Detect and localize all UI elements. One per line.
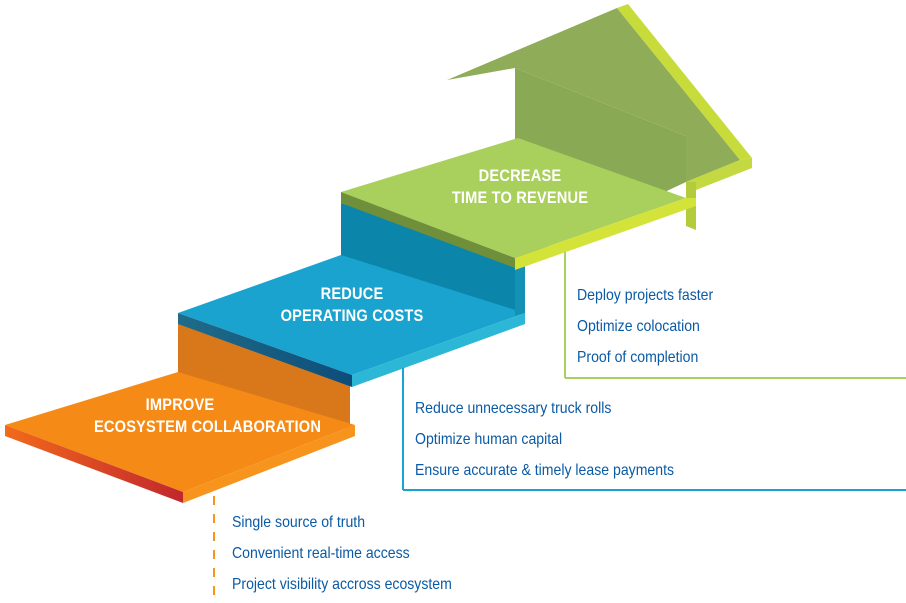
step-improve-shape xyxy=(5,318,355,503)
step-reduce-riser xyxy=(341,203,515,315)
step-decrease-top-face xyxy=(341,138,686,258)
list-item: Ensure accurate & timely lease payments xyxy=(415,462,675,479)
list-item: Reduce unnecessary truck rolls xyxy=(415,400,612,417)
step-reduce-shape xyxy=(178,203,525,387)
step-improve-riser xyxy=(178,318,350,430)
list-item: Optimize human capital xyxy=(415,431,563,448)
step-reduce-top-face xyxy=(178,255,525,375)
step-improve-title: IMPROVE ECOSYSTEM COLLABORATION xyxy=(94,394,322,438)
step-reduce-right-edge xyxy=(352,313,525,387)
step-decrease-title-line1: DECREASE xyxy=(478,166,562,185)
list-item: Project visibility accross ecosystem xyxy=(232,576,452,593)
step-improve-title-line1: IMPROVE xyxy=(145,395,215,414)
step-reduce-bullets: Reduce unnecessary truck rolls Optimize … xyxy=(415,393,709,486)
arrow-head xyxy=(447,8,740,182)
connector-decrease xyxy=(564,252,906,379)
step-decrease-title-line2: TIME TO REVENUE xyxy=(451,188,589,207)
step-reduce-side-panel xyxy=(515,262,525,316)
list-item: Deploy projects faster xyxy=(577,287,714,304)
list-item: Convenient real-time access xyxy=(232,545,410,562)
step-improve-bullets: Single source of truth Convenient real-t… xyxy=(232,507,482,600)
step-decrease-bullets: Deploy projects faster Optimize colocati… xyxy=(577,280,732,373)
step-improve-right-edge xyxy=(183,425,355,503)
arrow-head-bevel xyxy=(617,4,752,160)
step-improve-title-line2: ECOSYSTEM COLLABORATION xyxy=(94,417,322,436)
connector-reduce xyxy=(402,368,906,491)
step-decrease-left-edge xyxy=(341,192,515,268)
step-reduce-title-line1: REDUCE xyxy=(320,284,384,303)
step-reduce-left-edge xyxy=(178,313,352,387)
arrow-head-bottom-edge xyxy=(686,158,752,190)
list-item: Optimize colocation xyxy=(577,318,700,335)
step-decrease-shape xyxy=(341,4,752,270)
list-item: Proof of completion xyxy=(577,349,699,366)
step-reduce-title: REDUCE OPERATING COSTS xyxy=(279,283,425,327)
list-item: Single source of truth xyxy=(232,514,366,531)
step-decrease-title: DECREASE TIME TO REVENUE xyxy=(438,165,601,209)
step-improve-top-face xyxy=(5,372,355,492)
step-reduce-title-line2: OPERATING COSTS xyxy=(280,306,424,325)
step-improve-left-edge xyxy=(5,425,183,503)
step-decrease-right-edge xyxy=(515,198,696,270)
